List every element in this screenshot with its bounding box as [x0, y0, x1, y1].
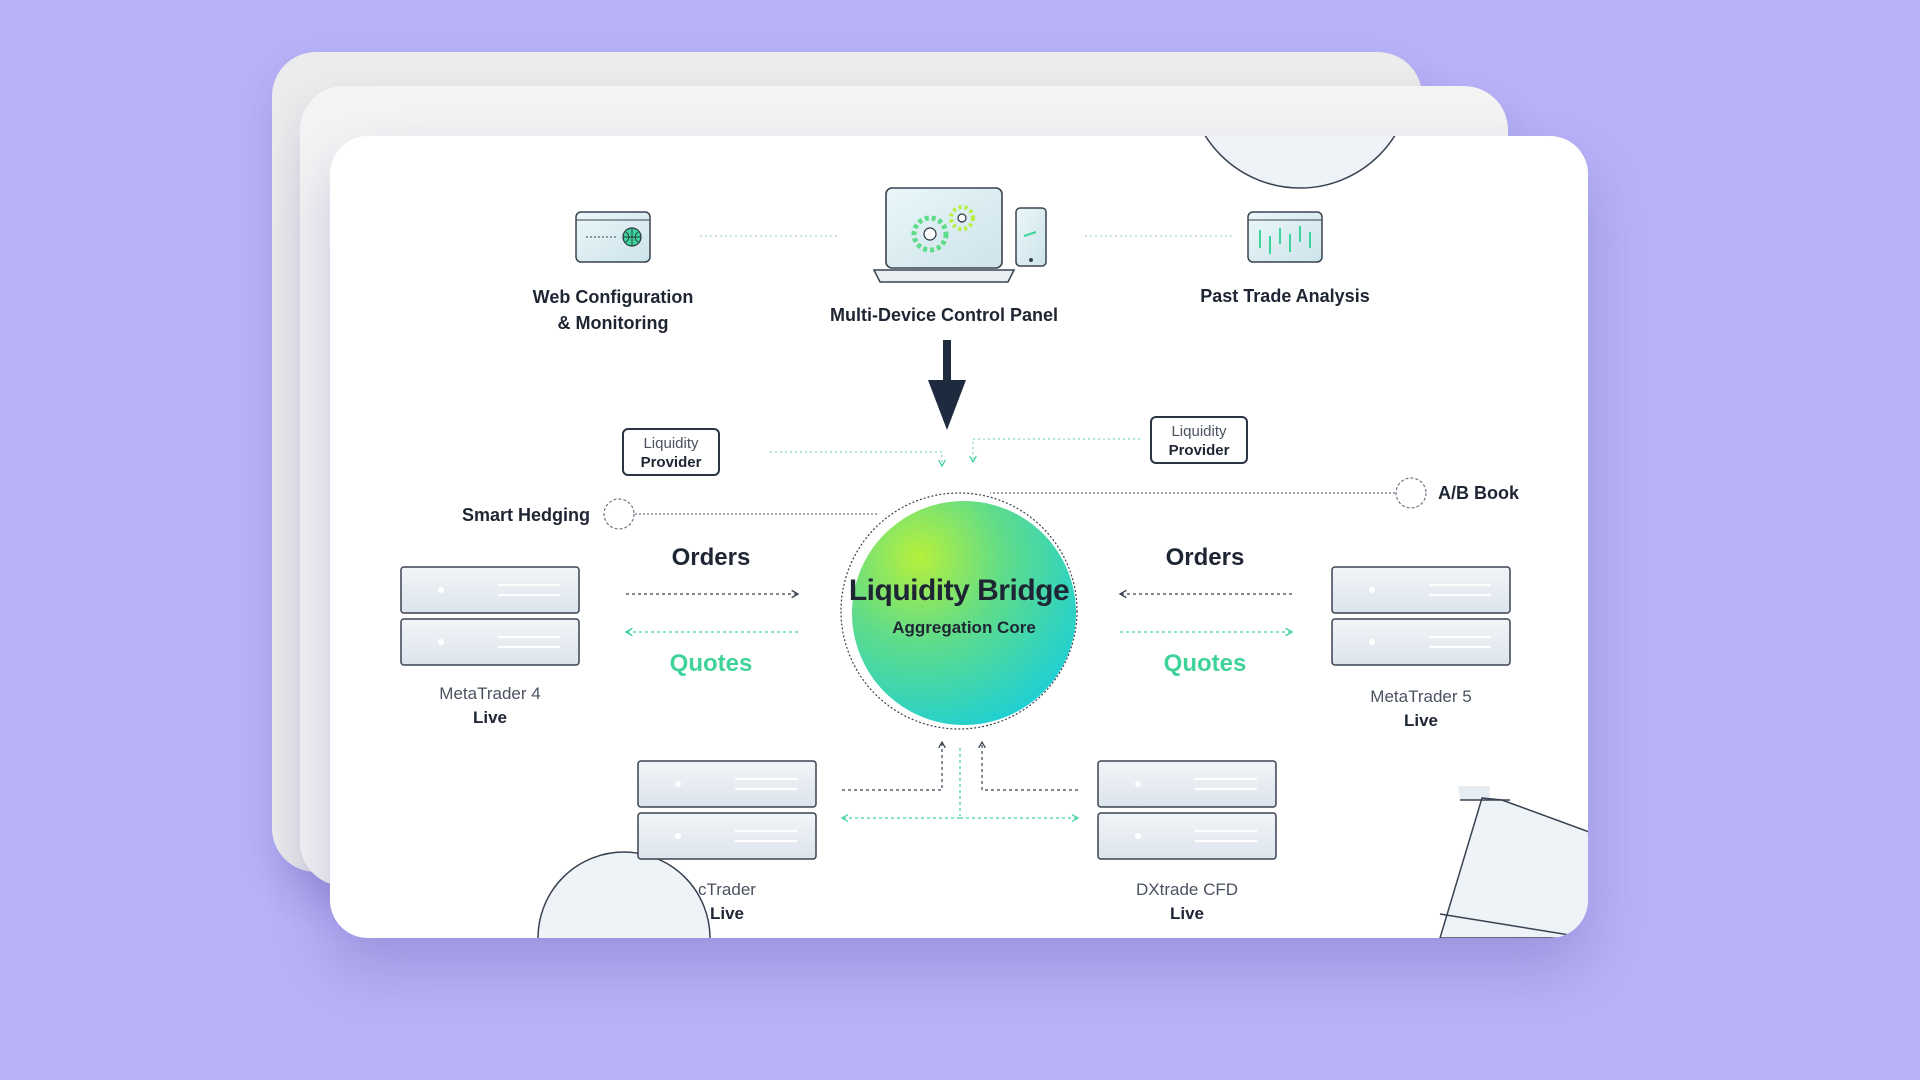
server-dxtrade-icon [1097, 760, 1277, 860]
quotes-right-label: Quotes [1163, 650, 1247, 677]
ctrader-label: cTrader Live [627, 878, 827, 926]
diagram-card: Web Configuration & Monitoring Multi-Dev… [330, 136, 1588, 938]
web-config-label: Web Configuration & Monitoring [513, 284, 713, 336]
bridge-title: Liquidity Bridge [848, 574, 1070, 607]
lp-right-line1: Liquidity [1171, 423, 1227, 440]
mt5-name: MetaTrader 5 [1370, 687, 1472, 706]
lp-left-line1: Liquidity [643, 435, 699, 452]
web-config-line1: Web Configuration [532, 287, 694, 307]
lp-right-line2: Provider [1168, 442, 1230, 459]
server-ctrader-icon [637, 760, 817, 860]
bridge-subtitle: Aggregation Core [892, 618, 1036, 637]
orders-left-label: Orders [671, 544, 751, 571]
decorative-laptop [1439, 786, 1588, 938]
quotes-left-label: Quotes [669, 650, 753, 677]
control-panel-label: Multi-Device Control Panel [829, 305, 1059, 325]
mt4-status: Live [472, 708, 508, 727]
web-config-line2: & Monitoring [557, 313, 669, 333]
server-mt4-icon [400, 566, 580, 666]
ab-book-label: A/B Book [1438, 483, 1519, 503]
ctrader-status: Live [709, 904, 745, 923]
candlestick-chart-icon [1247, 211, 1323, 263]
mt5-status: Live [1403, 711, 1439, 730]
mt5-label: MetaTrader 5 Live [1321, 685, 1521, 733]
past-trade-label: Past Trade Analysis [1200, 286, 1370, 306]
smart-hedging-label: Smart Hedging [461, 505, 590, 525]
orders-right-label: Orders [1165, 544, 1245, 571]
dxtrade-name: DXtrade CFD [1135, 880, 1239, 899]
decorative-top-circle [1204, 136, 1396, 189]
laptop-gears-icon [872, 187, 1047, 283]
down-arrow-icon [928, 340, 966, 430]
ab-book-node [1395, 477, 1427, 509]
dxtrade-status: Live [1169, 904, 1205, 923]
dxtrade-label: DXtrade CFD Live [1087, 878, 1287, 926]
diagram-canvas [400, 136, 1588, 938]
browser-globe-icon [575, 211, 651, 263]
decorative-bottom-circle [537, 851, 711, 938]
smart-hedging-node [603, 498, 635, 530]
server-mt5-icon [1331, 566, 1511, 666]
liquidity-provider-left: Liquidity Provider [622, 428, 720, 476]
liquidity-bridge-core [840, 492, 1078, 730]
liquidity-provider-right: Liquidity Provider [1150, 416, 1248, 464]
mt4-label: MetaTrader 4 Live [390, 682, 590, 730]
lp-left-line2: Provider [640, 454, 702, 471]
ctrader-name: cTrader [698, 880, 756, 899]
mt4-name: MetaTrader 4 [439, 684, 541, 703]
